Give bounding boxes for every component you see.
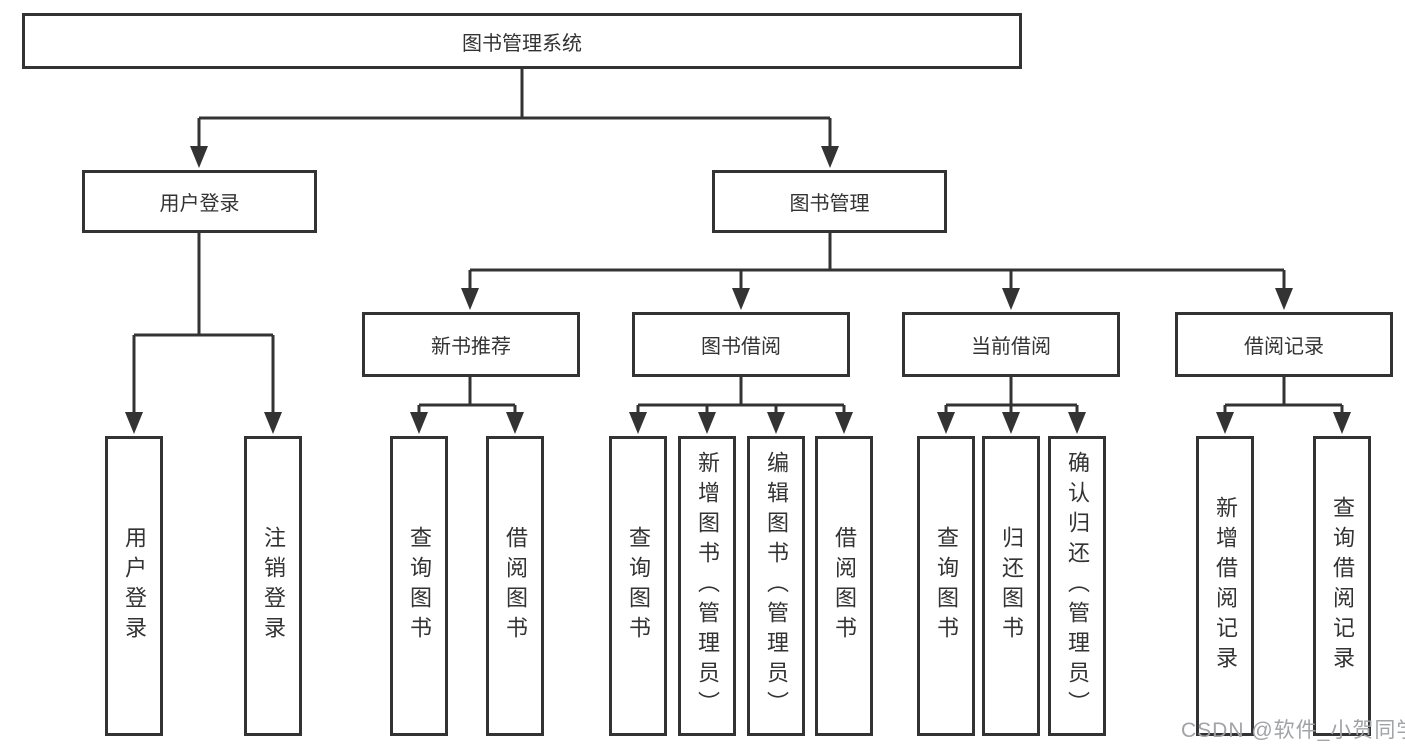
watermark: CSDN @软件_小贺同学 xyxy=(1181,719,1405,742)
arrowhead-br-query-record xyxy=(1333,412,1351,434)
leaf-bb-borrow-books: 借阅图书 xyxy=(815,436,873,736)
arrowhead-bb-add-books xyxy=(698,412,716,434)
leaf-cb-query-books: 查询图书 xyxy=(917,436,975,736)
arrowhead-new-book-recommendation xyxy=(461,288,479,310)
leaf-nbr-borrow-books-label: 借阅图书 xyxy=(503,526,528,646)
node-book-management-label: 图书管理 xyxy=(789,193,870,215)
leaf-cb-query-books-label: 查询图书 xyxy=(934,526,959,646)
node-book-management: 图书管理 xyxy=(712,170,947,233)
leaf-user-login-label: 用户登录 xyxy=(122,526,147,646)
node-current-borrowing: 当前借阅 xyxy=(902,312,1120,377)
arrowhead-nbr-borrow-books xyxy=(506,412,524,434)
leaf-bb-edit-books-admin: 编辑图书（管理员） xyxy=(747,436,805,736)
leaf-br-add-borrow-record: 新增借阅记录 xyxy=(1196,436,1254,736)
node-new-book-recommendation-label: 新书推荐 xyxy=(431,336,511,358)
leaf-cb-return-books: 归还图书 xyxy=(982,436,1040,736)
node-user-login: 用户登录 xyxy=(82,170,317,233)
leaf-cb-confirm-return-admin-label: 确认归还（管理员） xyxy=(1065,451,1090,721)
leaf-user-login: 用户登录 xyxy=(105,436,163,736)
connector-cb-to-leaves xyxy=(944,377,1079,415)
leaf-logout-label: 注销登录 xyxy=(261,526,286,646)
arrowhead-nbr-query-books xyxy=(410,412,428,434)
leaf-br-query-borrow-record-label: 查询借阅记录 xyxy=(1330,496,1355,676)
arrowhead-leaf-user-login xyxy=(125,412,143,434)
connector-br-to-leaves xyxy=(1223,377,1344,415)
arrowhead-leaf-logout xyxy=(264,412,282,434)
arrowhead-user-login xyxy=(190,146,208,168)
arrowhead-cb-return-books xyxy=(1002,412,1020,434)
node-borrowing-records: 借阅记录 xyxy=(1175,312,1393,377)
leaf-br-add-borrow-record-label: 新增借阅记录 xyxy=(1213,496,1238,676)
node-borrowing-records-label: 借阅记录 xyxy=(1244,336,1324,358)
arrowhead-br-add-record xyxy=(1216,412,1234,434)
leaf-bb-query-books-label: 查询图书 xyxy=(626,526,651,646)
node-new-book-recommendation: 新书推荐 xyxy=(362,312,580,377)
arrowhead-current-borrowing xyxy=(1002,288,1020,310)
node-root: 图书管理系统 xyxy=(22,13,1022,69)
leaf-bb-query-books: 查询图书 xyxy=(609,436,667,736)
arrowhead-cb-query-books xyxy=(937,412,955,434)
leaf-bb-add-books-admin-label: 新增图书（管理员） xyxy=(695,451,720,721)
leaf-bb-add-books-admin: 新增图书（管理员） xyxy=(678,436,736,736)
connector-nbr-to-leaves xyxy=(417,377,517,415)
arrowhead-borrowing-records xyxy=(1275,288,1293,310)
arrowhead-cb-confirm-return xyxy=(1068,412,1086,434)
node-current-borrowing-label: 当前借阅 xyxy=(971,336,1051,358)
connector-book-management-to-level3 xyxy=(468,233,1286,292)
arrowhead-book-borrowing xyxy=(732,288,750,310)
arrowhead-bb-edit-books xyxy=(767,412,785,434)
connector-bb-to-leaves xyxy=(636,377,846,415)
leaf-nbr-borrow-books: 借阅图书 xyxy=(486,436,544,736)
node-user-login-label: 用户登录 xyxy=(159,193,240,215)
arrowhead-bb-query-books xyxy=(629,412,647,434)
leaf-cb-confirm-return-admin: 确认归还（管理员） xyxy=(1048,436,1106,736)
connector-user-login-to-leaves xyxy=(132,233,275,415)
leaf-bb-edit-books-admin-label: 编辑图书（管理员） xyxy=(764,451,789,721)
node-book-borrowing: 图书借阅 xyxy=(632,312,850,377)
leaf-cb-return-books-label: 归还图书 xyxy=(999,526,1024,646)
leaf-logout: 注销登录 xyxy=(244,436,302,736)
arrowhead-bb-borrow-books xyxy=(835,412,853,434)
leaf-nbr-query-books: 查询图书 xyxy=(390,436,448,736)
connector-root-to-level2 xyxy=(197,69,832,150)
node-root-label: 图书管理系统 xyxy=(462,32,582,55)
leaf-nbr-query-books-label: 查询图书 xyxy=(407,526,432,646)
leaf-br-query-borrow-record: 查询借阅记录 xyxy=(1313,436,1371,736)
leaf-bb-borrow-books-label: 借阅图书 xyxy=(832,526,857,646)
node-book-borrowing-label: 图书借阅 xyxy=(701,336,781,358)
arrowhead-book-management xyxy=(821,146,839,168)
